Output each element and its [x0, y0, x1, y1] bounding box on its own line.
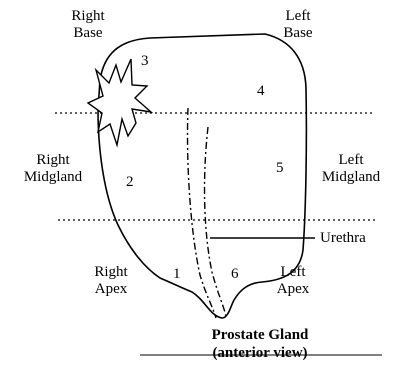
caption-title: Prostate Gland — [135, 327, 385, 344]
region-4: 4 — [257, 83, 265, 100]
label-left-base: Left Base — [270, 8, 326, 42]
region-6: 6 — [231, 266, 239, 283]
label-right-midgland-line2: Midgland — [10, 169, 96, 186]
label-left-midgland-line1: Left — [311, 152, 391, 169]
region-2: 2 — [126, 174, 134, 191]
label-right-midgland: Right Midgland — [10, 152, 96, 186]
label-left-midgland: Left Midgland — [311, 152, 391, 186]
lesion-star-icon — [88, 59, 151, 145]
label-left-apex: Left Apex — [265, 264, 321, 298]
label-right-base-line1: Right — [60, 8, 116, 25]
label-right-apex-line1: Right — [83, 264, 139, 281]
label-left-base-line2: Base — [270, 25, 326, 42]
label-urethra: Urethra — [320, 230, 366, 247]
label-left-apex-line2: Apex — [265, 281, 321, 298]
urethra-line-left — [188, 108, 217, 318]
label-right-apex-line2: Apex — [83, 281, 139, 298]
caption-subtitle: (anterior view) — [135, 345, 385, 362]
label-left-midgland-line2: Midgland — [311, 169, 391, 186]
label-right-apex: Right Apex — [83, 264, 139, 298]
urethra-line-right — [205, 127, 226, 317]
region-1: 1 — [173, 266, 181, 283]
label-right-base: Right Base — [60, 8, 116, 42]
region-5: 5 — [276, 160, 284, 177]
region-3: 3 — [141, 53, 149, 70]
label-left-apex-line1: Left — [265, 264, 321, 281]
label-right-base-line2: Base — [60, 25, 116, 42]
label-left-base-line1: Left — [270, 8, 326, 25]
label-right-midgland-line1: Right — [10, 152, 96, 169]
